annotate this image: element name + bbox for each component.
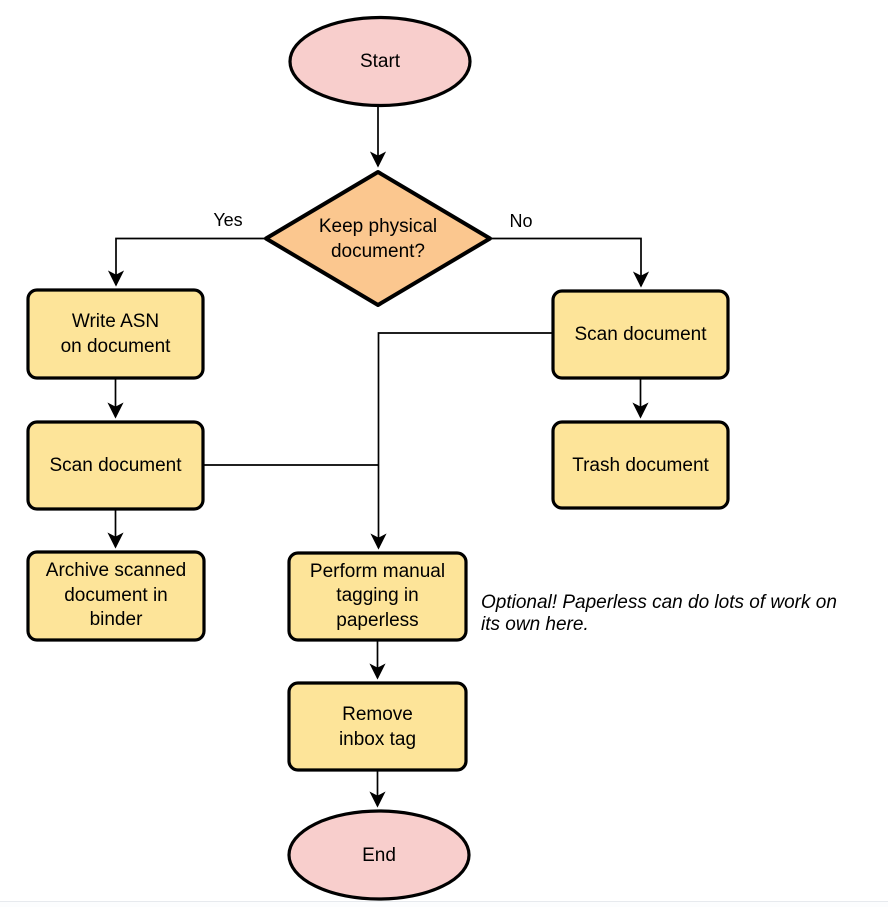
edge-decision-yes-to-write-asn (107, 237, 266, 287)
decision-label-line1: Keep physical (318, 215, 438, 237)
archive-label-line1: Archive scanned (45, 560, 187, 582)
archive-label-line3: binder (89, 609, 143, 631)
optional-annotation: Optional! Paperless can do lots of work … (481, 592, 888, 635)
end-terminal-label: End (362, 844, 396, 866)
optional-annotation-line2: its own here. (481, 613, 589, 635)
write-asn-label-line1: Write ASN (71, 311, 160, 332)
remove-inbox-label-line1: Remove (342, 703, 413, 725)
perform-tagging-box-shape (287, 551, 468, 642)
decision-diamond-shape (264, 170, 492, 307)
optional-annotation-line1: Optional! Paperless can do lots of work … (481, 592, 837, 613)
write-asn-box-shape (26, 288, 205, 380)
scan-left-label: Scan document (49, 455, 182, 476)
trash-box-shape (551, 420, 730, 510)
edge-label-yes: Yes (213, 210, 243, 230)
scan-right-box-shape (551, 289, 730, 380)
archive-box-shape (26, 550, 206, 642)
start-terminal-shape (288, 15, 472, 108)
page-bottom-divider (0, 901, 888, 907)
archive-label-line2: document in (64, 584, 168, 606)
perform-tagging-label-line3: paperless (336, 609, 419, 631)
start-terminal-label: Start (359, 51, 401, 72)
remove-inbox-label: Remove inbox tag (289, 683, 466, 770)
remove-inbox-box-shape (287, 681, 468, 772)
decision-label-line2: document? (330, 240, 425, 262)
trash-label: Trash document (572, 454, 709, 476)
perform-tagging-label-line2: tagging in (336, 585, 419, 607)
write-asn-label: Write ASN on document (28, 290, 203, 378)
remove-inbox-label-line2: inbox tag (338, 728, 417, 750)
decision-diamond-label: Keep physical document? (288, 210, 468, 267)
end-terminal-shape (287, 809, 471, 901)
edge-scan-right-to-perform-tagging (370, 332, 552, 550)
write-asn-label-line2: on document (60, 336, 171, 357)
scan-right-label: Scan document (574, 324, 707, 345)
edge-decision-no-to-scan-right (490, 237, 650, 288)
perform-tagging-label-line1: Perform manual (309, 560, 446, 582)
scan-left-box-shape (26, 420, 205, 511)
archive-label: Archive scanned document in binder (28, 552, 204, 640)
edge-label-no: No (509, 211, 533, 231)
perform-tagging-label: Perform manual tagging in paperless (289, 553, 466, 640)
